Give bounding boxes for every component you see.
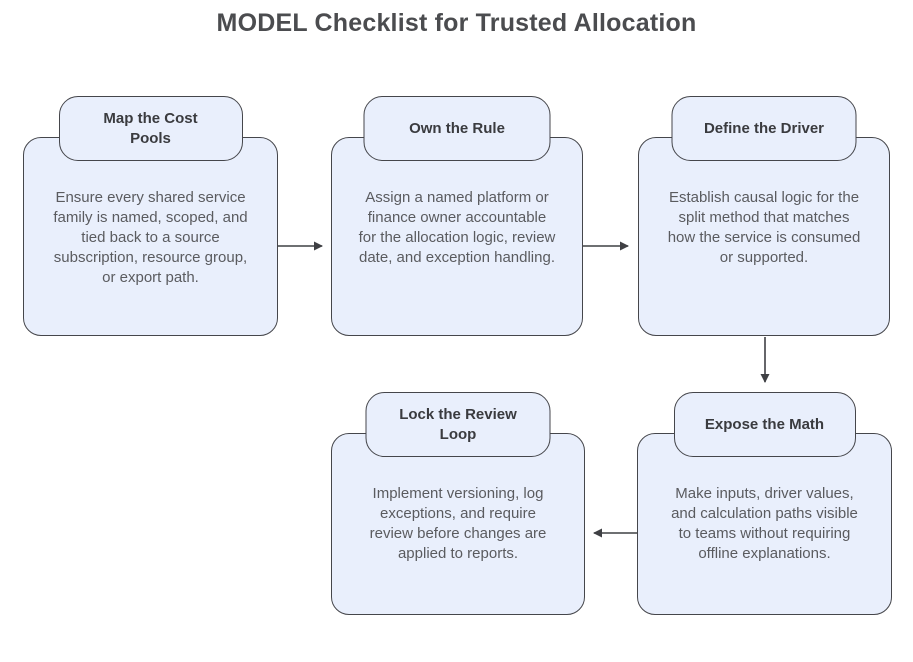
- node-define-the-driver: Define the Driver Establish causal logic…: [638, 96, 890, 336]
- node-lock-the-review-loop: Lock the Review Loop Implement versionin…: [331, 392, 585, 615]
- node-description: Make inputs, driver values, and calculat…: [671, 485, 858, 562]
- node-header-label: Map the Cost Pools: [103, 109, 198, 147]
- node-header: Define the Driver: [671, 96, 857, 161]
- node-expose-the-math: Expose the Math Make inputs, driver valu…: [637, 392, 892, 615]
- node-header-label: Define the Driver: [703, 119, 825, 137]
- node-own-the-rule: Own the Rule Assign a named platform or …: [331, 96, 583, 336]
- node-description: Implement versioning, log exceptions, an…: [369, 485, 547, 562]
- node-header: Lock the Review Loop: [365, 392, 551, 457]
- node-description: Establish causal logic for the split met…: [667, 189, 861, 266]
- node-header-label: Expose the Math: [704, 415, 825, 433]
- node-header-label: Lock the Review Loop: [399, 405, 517, 443]
- page-title: MODEL Checklist for Trusted Allocation: [216, 9, 697, 37]
- node-header-label: Own the Rule: [409, 119, 505, 137]
- node-header: Expose the Math: [673, 392, 856, 457]
- node-map-the-cost-pools: Map the Cost Pools Ensure every shared s…: [23, 96, 278, 336]
- node-description: Ensure every shared service family is na…: [53, 189, 248, 286]
- node-description: Assign a named platform or finance owner…: [358, 189, 556, 266]
- node-header: Own the Rule: [363, 96, 551, 161]
- node-header: Map the Cost Pools: [58, 96, 243, 161]
